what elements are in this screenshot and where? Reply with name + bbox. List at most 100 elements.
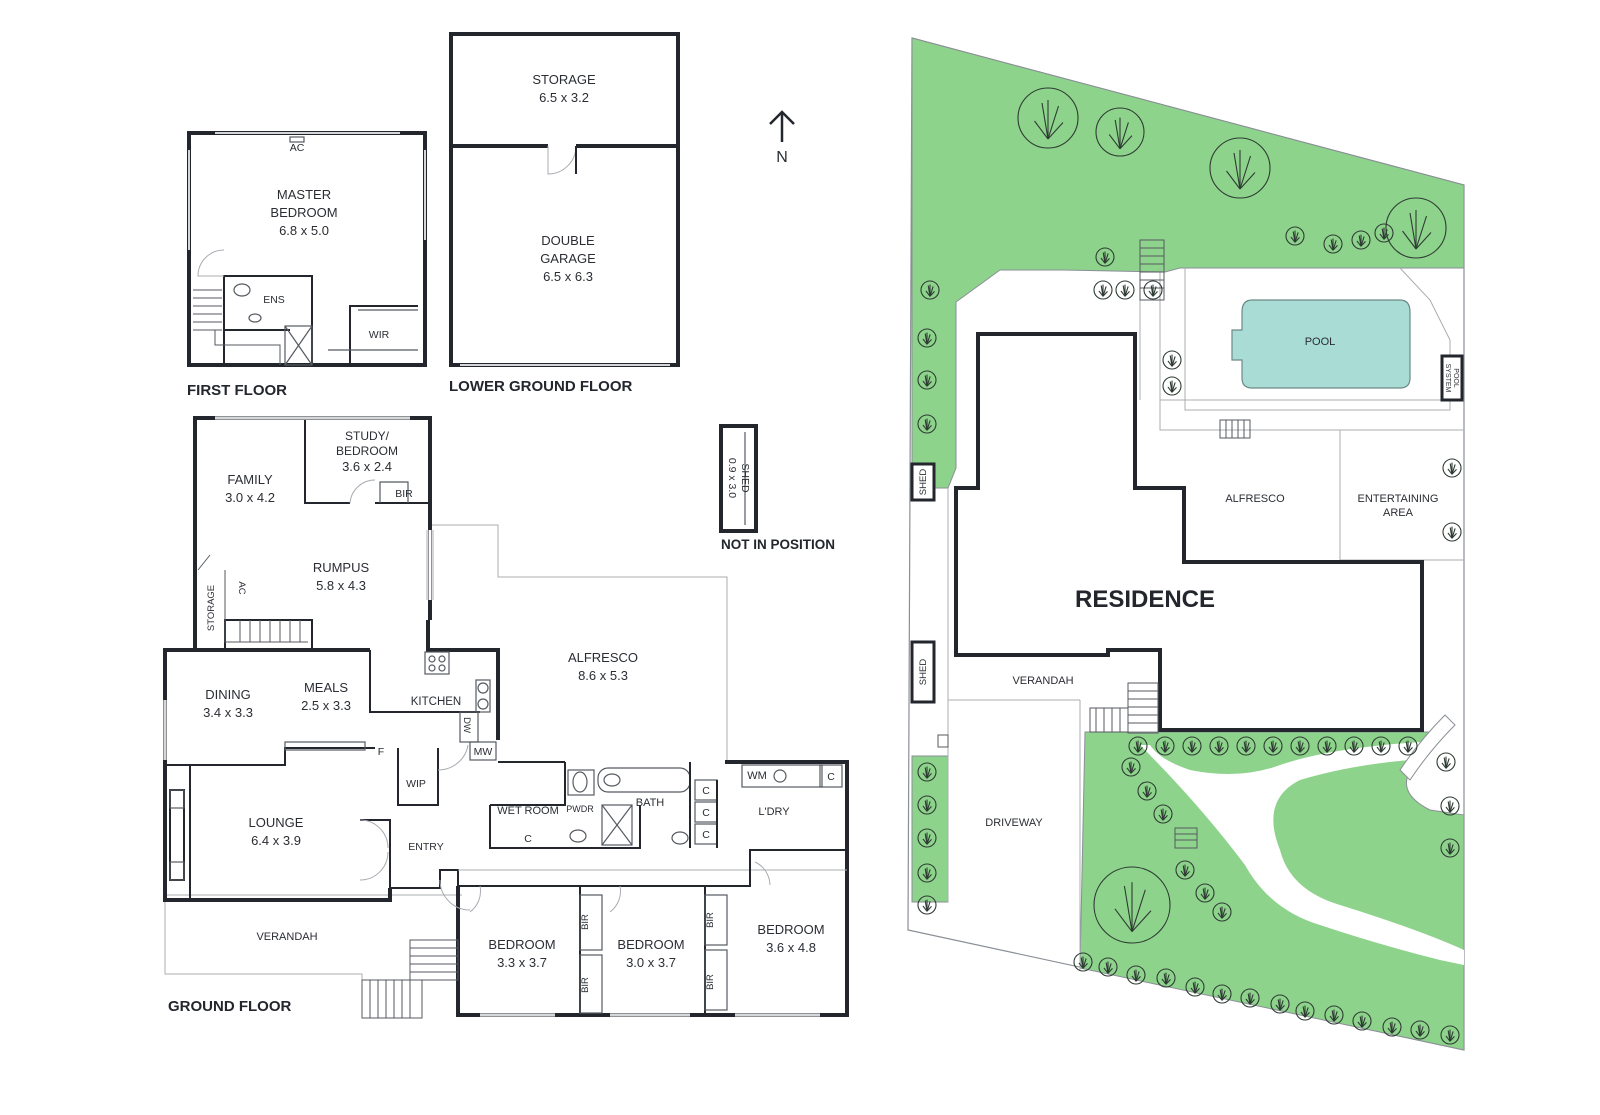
garage-size: 6.5 x 6.3: [543, 269, 593, 284]
shrub-icon: [1324, 1005, 1344, 1025]
rumpus-size: 5.8 x 4.3: [316, 578, 366, 593]
tree-icon: [1017, 87, 1079, 149]
family-size: 3.0 x 4.2: [225, 490, 275, 505]
meals-label: MEALS: [304, 680, 348, 695]
bedroom-2-label: BEDROOM: [617, 937, 684, 952]
shed-label: SHED: [739, 463, 751, 493]
shrub-icon: [1143, 280, 1163, 300]
entry-label: ENTRY: [408, 841, 443, 853]
cupboard-label-4: C: [827, 771, 835, 783]
tree-icon: [1095, 107, 1145, 157]
bir-label-4: BIR: [705, 974, 716, 990]
shrub-icon: [1323, 234, 1343, 254]
shrub-icon: [1098, 957, 1118, 977]
lounge-label: LOUNGE: [249, 815, 304, 830]
cupboard-label-1: C: [702, 785, 710, 797]
shrub-icon: [1442, 458, 1462, 478]
shrub-icon: [1351, 230, 1371, 250]
garden-path: [1140, 742, 1464, 965]
powder-room-label: PWDR: [566, 804, 594, 814]
shrub-icon: [1352, 1011, 1372, 1031]
study-label: STUDY/: [345, 429, 390, 443]
first-floor-title: FIRST FLOOR: [187, 382, 287, 399]
site-shed-2-label: SHED: [918, 659, 929, 686]
shrub-icon: [1212, 902, 1232, 922]
shrub-icon: [1155, 736, 1175, 756]
washing-machine-label: WM: [747, 770, 767, 782]
residence-label: RESIDENCE: [1075, 586, 1215, 613]
shrub-icon: [1209, 736, 1229, 756]
tree-icon: [1093, 866, 1171, 944]
detached-shed: SHED 0.9 x 3.0 NOT IN POSITION: [719, 424, 835, 552]
shed-outline: [719, 424, 758, 533]
shrub-icon: [1440, 838, 1460, 858]
ac-label: AC: [290, 142, 305, 154]
shrub-icon: [1195, 883, 1215, 903]
lower-ground-floor-title: LOWER GROUND FLOOR: [449, 378, 632, 395]
kitchen-label: KITCHEN: [411, 696, 461, 708]
shrub-icon: [1317, 736, 1337, 756]
shrub-icon: [1137, 781, 1157, 801]
shrub-icon: [917, 828, 937, 848]
wir-label: WIR: [369, 329, 390, 341]
bir-label-1: BIR: [580, 914, 591, 930]
bedroom-3-size: 3.6 x 4.8: [766, 940, 816, 955]
study-size: 3.6 x 2.4: [342, 459, 392, 474]
site-shed-2: [910, 640, 936, 704]
family-label: FAMILY: [227, 472, 273, 487]
tree-icon: [1209, 137, 1271, 199]
shrub-icon: [917, 895, 937, 915]
verandah-label: VERANDAH: [256, 931, 317, 943]
shrub-icon: [920, 280, 940, 300]
first-floor-plan: MASTER BEDROOM 6.8 x 5.0 AC ENS WIR FIRS…: [187, 131, 427, 399]
shrub-icon: [1295, 1001, 1315, 1021]
pool-system-label-1: POOL: [1452, 368, 1459, 388]
cupboard-label-3: C: [702, 829, 710, 841]
bir-label-2: BIR: [580, 977, 591, 993]
microwave-label: MW: [474, 746, 493, 758]
wet-room-c-label: C: [524, 833, 532, 845]
north-lawn: [911, 37, 1465, 489]
shrub-icon: [917, 863, 937, 883]
shrub-icon: [1382, 1017, 1402, 1037]
shrub-icon: [1212, 984, 1232, 1004]
shrub-icon: [1440, 796, 1460, 816]
wet-room-label: WET ROOM: [497, 805, 559, 817]
study-label-2: BEDROOM: [336, 444, 398, 458]
alfresco-label: ALFRESCO: [568, 650, 638, 665]
shed-size: 0.9 x 3.0: [726, 458, 738, 498]
shrub-icon: [917, 414, 937, 434]
shrub-icon: [1121, 757, 1141, 777]
site-verandah-label: VERANDAH: [1012, 675, 1073, 687]
dishwasher-label: DW: [461, 717, 472, 733]
shrub-icon: [1175, 860, 1195, 880]
tree-icon: [1385, 197, 1447, 259]
garage-label: DOUBLE: [541, 233, 595, 248]
rumpus-label: RUMPUS: [313, 560, 370, 575]
fridge-label: F: [378, 746, 384, 758]
site-shed-1: [910, 462, 936, 502]
shrub-icon: [1371, 736, 1391, 756]
shrub-icon: [1073, 952, 1093, 972]
dining-size: 3.4 x 3.3: [203, 705, 253, 720]
shrub-icon: [917, 370, 937, 390]
alfresco-outline: [430, 524, 728, 760]
not-in-position-note: NOT IN POSITION: [721, 537, 835, 552]
shrub-icon: [1398, 736, 1418, 756]
shrub-icon: [1182, 736, 1202, 756]
shrub-icon: [917, 762, 937, 782]
shrub-icon: [1270, 994, 1290, 1014]
shrub-icon: [1126, 965, 1146, 985]
lounge-size: 6.4 x 3.9: [251, 833, 301, 848]
shrub-icon: [1240, 988, 1260, 1008]
residence-footprint: [954, 332, 1424, 732]
shrub-icon: [1156, 968, 1176, 988]
shrub-icon: [1115, 280, 1135, 300]
pool-system-box: [1440, 354, 1464, 402]
storage-label: STORAGE: [532, 72, 596, 87]
wip-label: WIP: [406, 778, 426, 790]
shrub-icon: [917, 328, 937, 348]
ground-floor-plan: FAMILY 3.0 x 4.2 STUDY/ BEDROOM 3.6 x 2.…: [163, 416, 849, 1019]
site-plan: RESIDENCE SHED SHED: [907, 37, 1465, 1051]
pool-label: POOL: [1305, 336, 1336, 348]
